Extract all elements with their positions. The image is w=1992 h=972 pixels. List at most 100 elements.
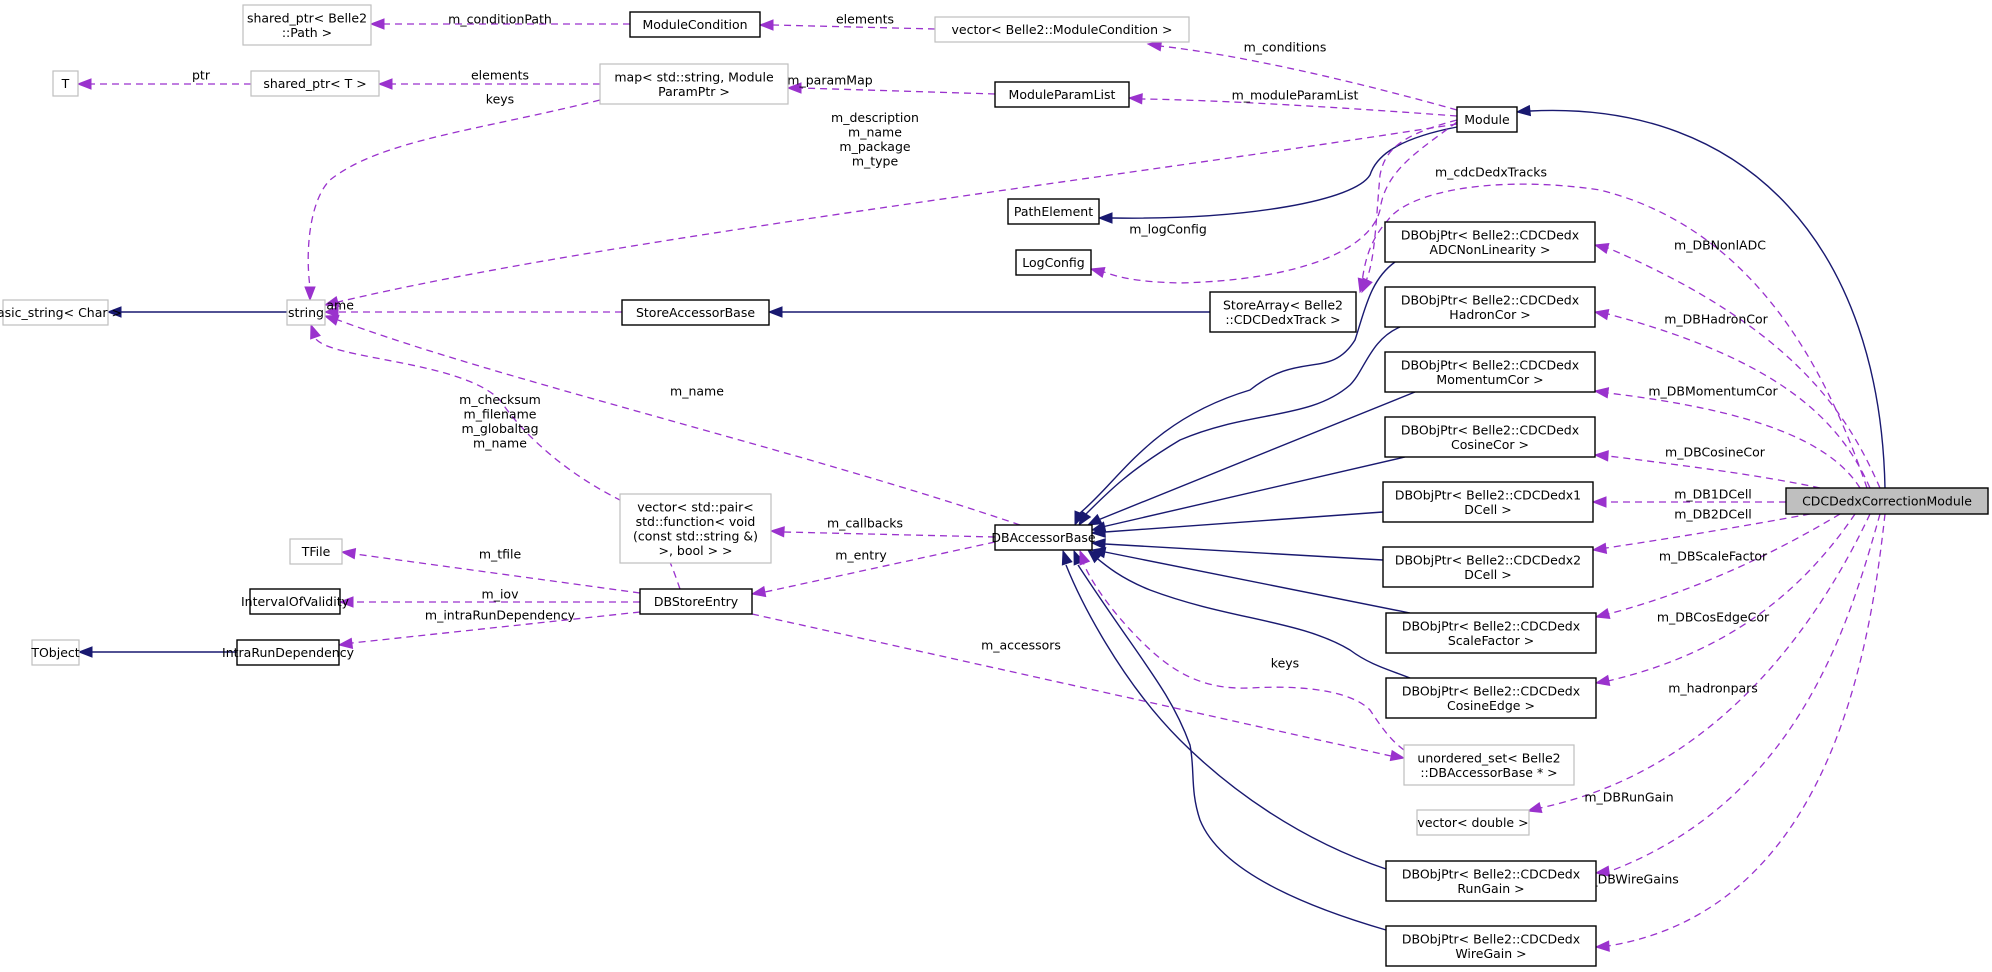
usage-edge-dbstore-entry-to-string [310, 323, 681, 590]
node-box [31, 639, 80, 666]
node-label: IntraRunDependency [222, 645, 355, 660]
edge-line [1092, 554, 1411, 679]
class-node-dbstore-entry[interactable]: DBStoreEntry [639, 588, 753, 615]
class-node-basic-string[interactable]: basic_string< Char > [0, 299, 122, 326]
edge-line [1065, 564, 1387, 870]
node-label: DBObjPtr< Belle2::CDCDedx1 [1395, 487, 1581, 502]
arrowhead-icon [340, 547, 357, 560]
class-node-db-adc[interactable]: DBObjPtr< Belle2::CDCDedxADCNonLinearity… [1384, 221, 1596, 263]
class-node-store-accessor-base[interactable]: StoreAccessorBase [621, 299, 770, 326]
class-node-dbaccessor-base[interactable]: DBAccessorBase [991, 524, 1096, 551]
edge-line [1079, 261, 1396, 514]
node-box [621, 299, 770, 326]
inheritance-edge-store-array-to-store-accessor-base [767, 306, 1210, 318]
usage-edge-cdcdedx-correction-module-to-db-hadron [1593, 309, 1871, 489]
class-node-module-param-list[interactable]: ModuleParamList [994, 81, 1130, 108]
usage-edge-dbstore-entry-to-unordered-set [751, 613, 1406, 762]
node-label: DCell > [1464, 567, 1511, 582]
edge-label: m_DB2DCell [1674, 507, 1752, 522]
edge-line [1104, 551, 1411, 614]
class-node-vec-callbacks[interactable]: vector< std::pair<std::function< void(co… [619, 493, 772, 564]
edge-label: elements [471, 68, 529, 83]
class-node-string[interactable]: string [286, 299, 326, 326]
node-label: ModuleCondition [642, 17, 747, 32]
node-box [1015, 249, 1092, 276]
node-label: vector< std::pair< [637, 499, 754, 514]
usage-edge-dbaccessor-base-to-string [323, 314, 1021, 526]
node-label: basic_string< Char > [0, 305, 122, 320]
node-label: DBObjPtr< Belle2::CDCDedx [1402, 866, 1580, 881]
node-box [639, 588, 753, 615]
node-box [1385, 925, 1597, 967]
class-node-module-condition[interactable]: ModuleCondition [629, 11, 761, 38]
usage-edge-unordered-set-to-dbaccessor-base [1079, 549, 1405, 751]
node-box [236, 639, 340, 666]
edge-label: m_description [831, 110, 919, 125]
node-label: (const std::string &) [633, 528, 758, 543]
usage-edge-map-param-to-string [304, 99, 601, 302]
arrowhead-icon [769, 526, 785, 538]
node-box [934, 16, 1190, 43]
edge-line [1111, 126, 1458, 219]
node-label: CosineEdge > [1447, 698, 1535, 713]
node-label: DBObjPtr< Belle2::CDCDedx2 [1395, 552, 1581, 567]
class-node-t[interactable]: T [52, 70, 79, 97]
node-label: map< std::string, Module [614, 69, 774, 84]
edge-line [1141, 98, 1458, 117]
node-label: vector< Belle2::ModuleCondition > [952, 22, 1173, 37]
inheritance-edge-db-cosine-to-dbaccessor-base [1090, 456, 1406, 533]
node-label: DBObjPtr< Belle2::CDCDedx [1401, 357, 1579, 372]
edge-label: m_DBMomentumCor [1648, 384, 1778, 399]
edge-label: m_DBCosEdgeCor [1657, 610, 1770, 625]
node-label: HadronCor > [1449, 307, 1530, 322]
class-node-store-array[interactable]: StoreArray< Belle2::CDCDedxTrack > [1209, 291, 1357, 333]
class-node-interval-of-validity[interactable]: IntervalOfValidity [241, 588, 350, 615]
edge-line [1539, 513, 1871, 809]
class-node-vec-module-condition[interactable]: vector< Belle2::ModuleCondition > [934, 16, 1190, 43]
class-node-tfile[interactable]: TFile [289, 538, 343, 565]
node-label: DBObjPtr< Belle2::CDCDedx [1401, 292, 1579, 307]
node-label: RunGain > [1457, 881, 1524, 896]
class-node-path-element[interactable]: PathElement [1007, 198, 1100, 225]
class-node-vec-double[interactable]: vector< double > [1416, 809, 1530, 836]
node-label: unordered_set< Belle2 [1417, 750, 1560, 765]
edge-line [1104, 543, 1384, 561]
edge-label: elements [836, 12, 894, 27]
arrowhead-icon [323, 314, 340, 326]
usage-edge-cdcdedx-correction-module-to-db-momentum [1593, 387, 1861, 489]
class-node-shared-ptr-path[interactable]: shared_ptr< Belle2::Path > [242, 4, 372, 46]
edge-line [1082, 561, 1405, 751]
usage-edge-dbstore-entry-to-intra-run-dependency [337, 611, 641, 650]
edge-label: m_entry [835, 548, 887, 563]
edge-line [783, 531, 996, 538]
class-node-module[interactable]: Module [1456, 106, 1518, 133]
node-box [1385, 677, 1597, 719]
edge-label: m_filename [464, 406, 537, 421]
edge-line [1607, 247, 1881, 489]
class-node-intra-run-dependency[interactable]: IntraRunDependency [222, 639, 355, 666]
class-node-tobject[interactable]: TObject [30, 639, 80, 666]
edge-label: m_accessors [981, 638, 1061, 653]
class-node-unordered-set[interactable]: unordered_set< Belle2::DBAccessorBase * … [1403, 744, 1575, 786]
node-box [2, 299, 109, 326]
node-box [1384, 416, 1596, 458]
class-node-log-config[interactable]: LogConfig [1015, 249, 1092, 276]
arrowhead-icon [1515, 104, 1532, 117]
class-node-shared-ptr-t[interactable]: shared_ptr< T > [250, 70, 380, 97]
usage-edge-dbstore-entry-to-tfile [340, 547, 641, 594]
edge-line [337, 319, 1021, 526]
usage-edge-shared-ptr-t-to-t [76, 78, 251, 90]
node-label: ADCNonLinearity > [1430, 242, 1551, 257]
class-node-cdcdedx-correction-module[interactable]: CDCDedxCorrectionModule [1785, 487, 1989, 515]
arrowhead-icon [786, 82, 802, 94]
